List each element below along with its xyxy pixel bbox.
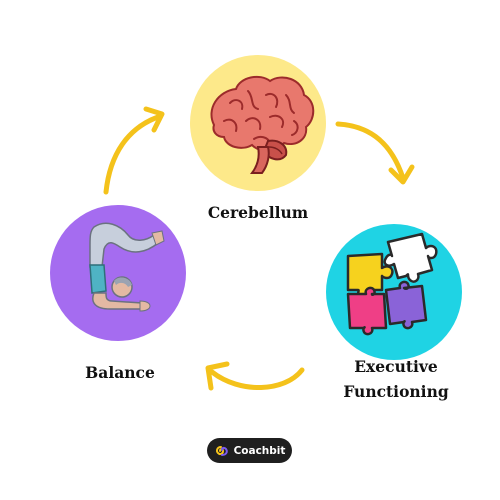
arrow-cerebellum-to-executive [335, 121, 406, 181]
executive-line2: Functioning [343, 382, 449, 401]
puzzle-pieces-icon [346, 232, 438, 336]
balance-circle [50, 205, 186, 341]
yoga-pose-icon [89, 222, 165, 312]
balance-label: Balance [85, 363, 155, 382]
executive-functioning-circle [326, 224, 462, 360]
arrow-cerebellum-to-executive-head [388, 164, 415, 185]
arrow-executive-to-balance-head [205, 361, 230, 391]
arrow-executive-to-balance [209, 367, 305, 390]
brand-name: Coachbit [233, 444, 286, 457]
cerebellum-circle [190, 55, 326, 191]
coachbit-logo-icon [215, 445, 228, 456]
executive-functioning-label: Executive Functioning [322, 354, 470, 404]
brain-icon [210, 75, 315, 174]
cerebellum-label: Cerebellum [207, 203, 309, 222]
coachbit-badge[interactable]: Coachbit [207, 438, 292, 463]
arrow-balance-to-cerebellum-head [143, 106, 165, 133]
arrow-balance-to-cerebellum [103, 114, 161, 195]
executive-line1: Executive [354, 357, 438, 376]
